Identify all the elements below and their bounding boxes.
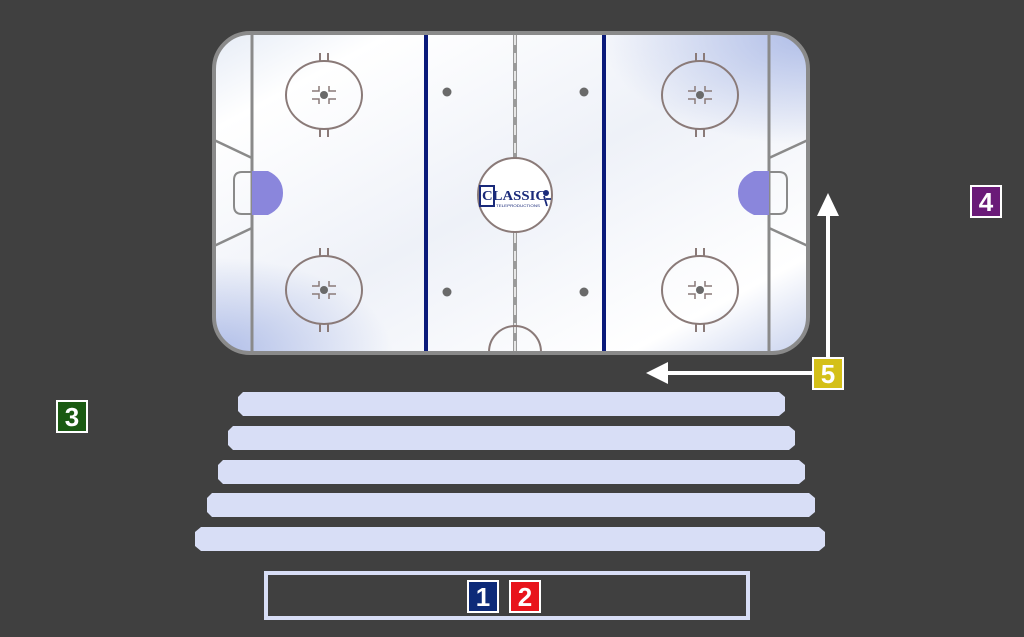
arrow-up-icon: [817, 193, 839, 216]
referee-crease: [488, 325, 542, 353]
center-ice-logo: CLASSIC TELEPRODUCTIONS: [479, 185, 551, 208]
neutral-faceoff-dot: [442, 87, 452, 97]
bleacher-row: [195, 527, 825, 551]
position-badge-1-label: 1: [476, 582, 490, 612]
left-goal-net: [233, 171, 252, 215]
bleacher-row: [238, 392, 785, 416]
camera-move-arrows: [646, 193, 839, 384]
position-badge-5-label: 5: [821, 359, 835, 389]
faceoff-circle-top-left: [285, 53, 363, 137]
position-badge-1-box: [467, 580, 499, 613]
faceoff-circle-bottom-left: [285, 248, 363, 332]
bleacher-row: [207, 493, 815, 517]
logo-title: CLASSIC: [482, 189, 546, 204]
neutral-faceoff-dot: [442, 287, 452, 297]
position-badge-2-label: 2: [518, 582, 532, 612]
bleachers: [195, 392, 825, 551]
right-goal: [738, 138, 809, 248]
position-badge-3-box: [56, 400, 88, 433]
neutral-faceoff-dot: [579, 87, 589, 97]
faceoff-circle-bottom-right: [661, 248, 739, 332]
position-badge-4-box: [970, 185, 1002, 218]
position-badge-2-box: [509, 580, 541, 613]
position-badge-3-label: 3: [65, 402, 79, 432]
position-badge-1[interactable]: 1: [467, 580, 499, 613]
position-badge-4-label: 4: [979, 187, 994, 217]
bleacher-row: [218, 460, 805, 484]
rink-boards: [212, 31, 810, 355]
position-badge-2[interactable]: 2: [509, 580, 541, 613]
position-badge-4[interactable]: 4: [970, 185, 1002, 218]
arrow-left-icon: [646, 362, 668, 384]
ice-rink: CLASSIC TELEPRODUCTIONS: [212, 31, 810, 355]
position-badge-5-box: [812, 357, 844, 390]
logo-subtitle: TELEPRODUCTIONS: [496, 203, 540, 208]
center-faceoff-circle: [477, 157, 553, 233]
left-goal-crease: [252, 171, 283, 215]
position-badge-5[interactable]: 5: [812, 357, 844, 390]
camera-platform: [264, 571, 750, 620]
faceoff-circle-top-right: [661, 53, 739, 137]
position-badge-3[interactable]: 3: [56, 400, 88, 433]
bleacher-row: [228, 426, 795, 450]
left-goal: [213, 138, 283, 248]
right-goal-net: [769, 171, 788, 215]
right-goal-crease: [738, 171, 769, 215]
neutral-faceoff-dot: [579, 287, 589, 297]
